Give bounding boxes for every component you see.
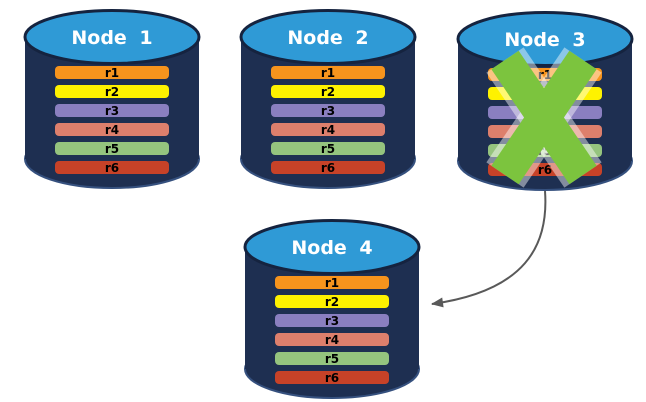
row-r4-bar	[271, 123, 385, 136]
row-r5-label: r5	[325, 352, 339, 366]
row-r6-label: r6	[325, 371, 339, 385]
node-2-rows: r1 r2 r3 r4 r5 r6	[271, 66, 385, 175]
row-r3-bar	[271, 104, 385, 117]
row-r6-bar	[271, 161, 385, 174]
row-r6-bar	[275, 371, 389, 384]
row-r4-label: r4	[321, 123, 335, 137]
row-r2-label: r2	[105, 85, 119, 99]
cylinder-top	[239, 9, 417, 65]
cylinder-top	[456, 11, 634, 67]
row-r3-label: r3	[325, 314, 339, 328]
node-4-rows: r1 r2 r3 r4 r5 r6	[275, 276, 389, 385]
row-r4-label: r4	[325, 333, 339, 347]
row-r2-bar	[271, 85, 385, 98]
row-r3-bar	[55, 104, 169, 117]
row-r1-label: r1	[538, 68, 552, 82]
row-r3-label: r3	[321, 104, 335, 118]
row-r4-label: r4	[105, 123, 119, 137]
row-r2-label: r2	[325, 295, 339, 309]
row-r2-bar	[55, 85, 169, 98]
row-r5-bar	[55, 142, 169, 155]
row-r6-label: r6	[538, 163, 552, 177]
row-r6-label: r6	[105, 161, 119, 175]
row-r5-bar	[275, 352, 389, 365]
cylinder-top	[243, 219, 421, 275]
row-r5-bar	[271, 142, 385, 155]
row-r6-label: r6	[321, 161, 335, 175]
row-r1-bar	[55, 66, 169, 79]
node-3-title: Node 3	[504, 29, 585, 51]
node-1-title: Node 1	[71, 27, 152, 49]
row-r5-label: r5	[321, 142, 335, 156]
row-r1-bar	[271, 66, 385, 79]
row-r2-label: r2	[321, 85, 335, 99]
row-r5-label: r5	[105, 142, 119, 156]
row-r4-bar	[55, 123, 169, 136]
node-4-title: Node 4	[291, 237, 372, 259]
cylinder-top	[23, 9, 201, 65]
arrow-curve	[431, 190, 547, 308]
row-r4-bar	[275, 333, 389, 346]
row-r3-bar	[275, 314, 389, 327]
node-3-cylinder: r1 r2 r3 r4 r5 r6 Node 3	[456, 11, 634, 191]
node-2-cylinder: r1 r2 r3 r4 r5 r6 Node 2	[239, 9, 417, 189]
row-r2-bar	[275, 295, 389, 308]
node-2-title: Node 2	[287, 27, 368, 49]
row-r1-label: r1	[321, 66, 335, 80]
row-r1-label: r1	[105, 66, 119, 80]
node-1-cylinder: r1 r2 r3 r4 r5 r6 Node 1	[23, 9, 201, 189]
row-r6-bar	[55, 161, 169, 174]
row-r1-label: r1	[325, 276, 339, 290]
row-r1-bar	[275, 276, 389, 289]
row-r3-label: r3	[105, 104, 119, 118]
node-1-rows: r1 r2 r3 r4 r5 r6	[55, 66, 169, 175]
x-mark-icon	[486, 47, 602, 188]
node-4-cylinder: r1 r2 r3 r4 r5 r6 Node 4	[243, 219, 421, 399]
